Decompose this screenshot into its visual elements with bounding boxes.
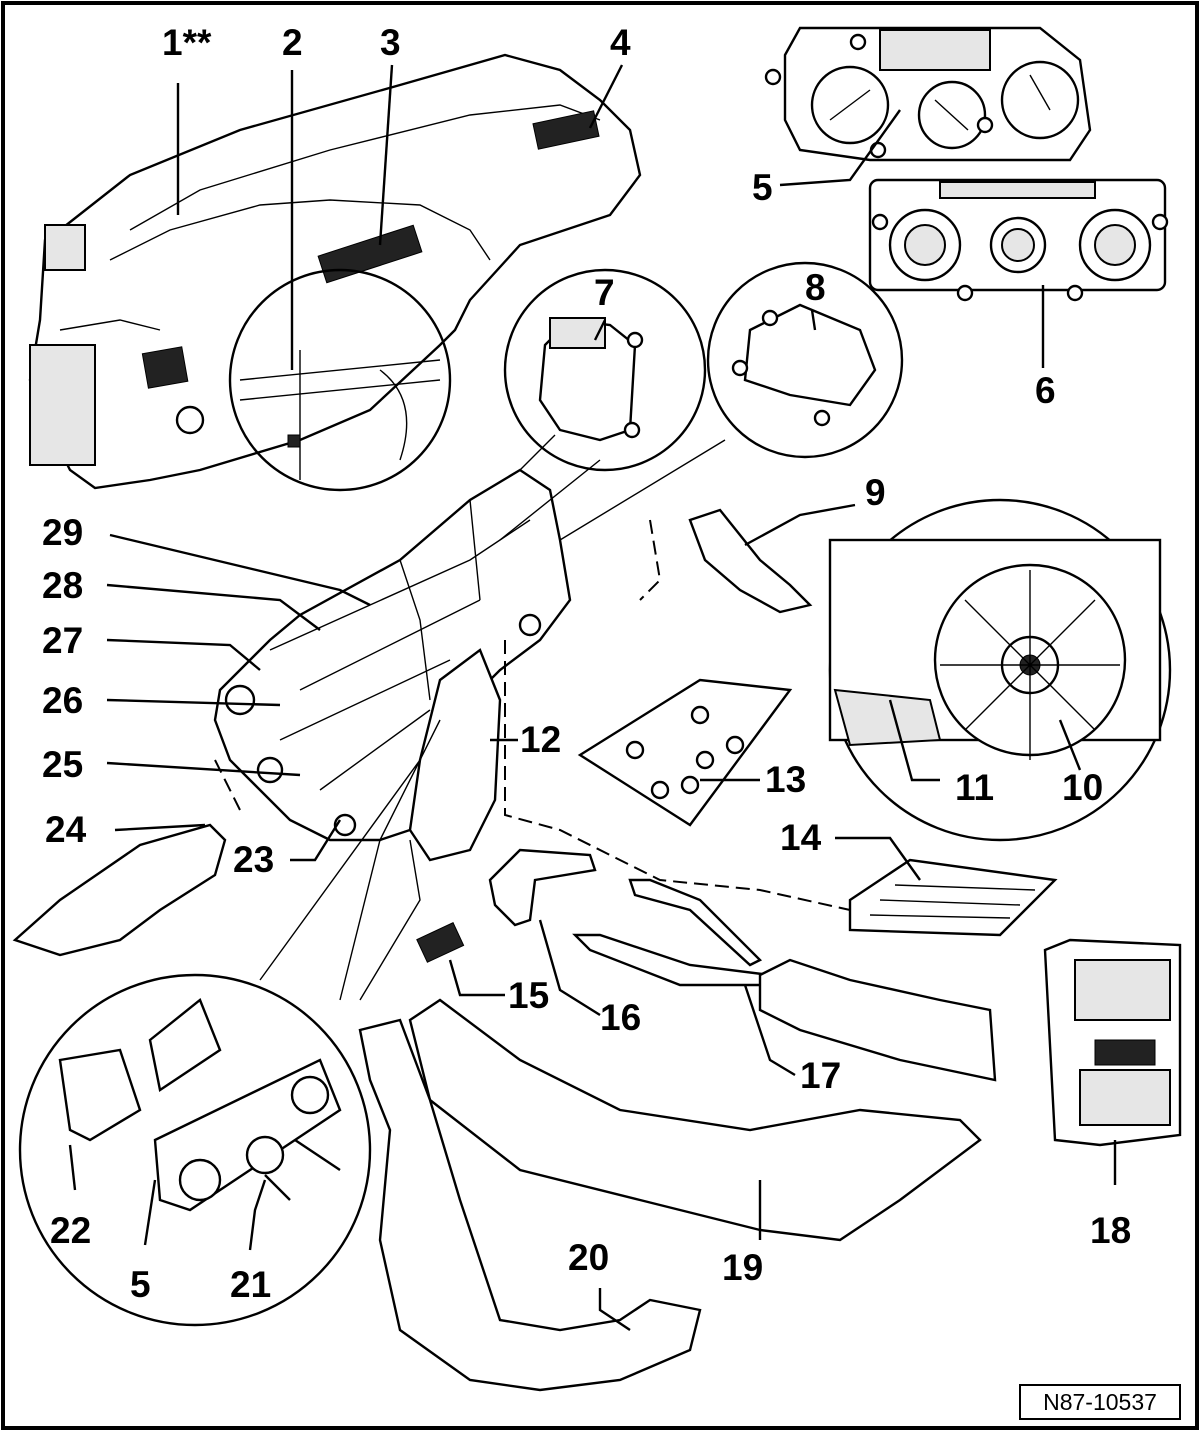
- callout-28: 28: [42, 565, 83, 606]
- callout-16: 16: [600, 997, 641, 1038]
- reference-code: N87-10537: [1043, 1389, 1157, 1415]
- callout-10: 10: [1062, 767, 1103, 808]
- reference-code-box: N87-10537: [1019, 1384, 1181, 1420]
- callout-5-bottom: 5: [130, 1264, 151, 1305]
- connector-16: [488, 848, 597, 927]
- control-unit-installation-detail: [18, 973, 372, 1327]
- callout-18: 18: [1090, 1210, 1131, 1251]
- callout-26: 26: [42, 680, 83, 721]
- climatronic-control-unit: [764, 26, 1092, 162]
- callout-29: 29: [42, 512, 83, 553]
- callout-1: 1**: [162, 22, 212, 63]
- callout-labels: 1** 2 3 4 5 6 7 8 9 10 11 12 13 14 15 16…: [42, 22, 1131, 1305]
- callout-3: 3: [380, 22, 401, 63]
- air-duct-part-9: [688, 508, 813, 614]
- callout-22: 22: [50, 1210, 91, 1251]
- dashboard-panel: [28, 53, 642, 492]
- callout-13: 13: [765, 759, 806, 800]
- callout-2: 2: [282, 22, 303, 63]
- duct-24: [12, 823, 227, 957]
- rear-vent-18: [1043, 938, 1182, 1147]
- callout-17: 17: [800, 1055, 841, 1096]
- callout-7: 7: [594, 272, 615, 313]
- callout-21: 21: [230, 1264, 271, 1305]
- duct-17b: [628, 878, 763, 967]
- leader-lines: [68, 64, 1117, 1331]
- vent-15: [416, 922, 465, 963]
- servo-motor-detail-8: [706, 261, 904, 459]
- callout-23: 23: [233, 839, 274, 880]
- callout-24: 24: [45, 809, 87, 850]
- callout-20: 20: [568, 1237, 609, 1278]
- callout-11: 11: [955, 767, 994, 808]
- callout-27: 27: [42, 620, 83, 661]
- climatic-control-unit: [868, 178, 1169, 302]
- callout-9: 9: [865, 472, 886, 513]
- floor-duct-20: [358, 1018, 702, 1392]
- footwell-duct-19: [408, 998, 982, 1242]
- blower-detail: [828, 498, 1172, 842]
- callout-4: 4: [610, 22, 631, 63]
- callout-15: 15: [508, 975, 549, 1016]
- callout-12: 12: [520, 719, 561, 760]
- callout-14: 14: [780, 817, 822, 858]
- rear-duct: [758, 958, 997, 1082]
- callout-5-top: 5: [752, 167, 773, 208]
- cover-plate-13: [577, 678, 793, 827]
- callout-8: 8: [805, 267, 826, 308]
- servo-motor-detail-7: [503, 268, 707, 472]
- callout-6: 6: [1035, 370, 1056, 411]
- callout-25: 25: [42, 744, 83, 785]
- pollen-filter-14: [848, 858, 1058, 937]
- callout-19: 19: [722, 1247, 763, 1288]
